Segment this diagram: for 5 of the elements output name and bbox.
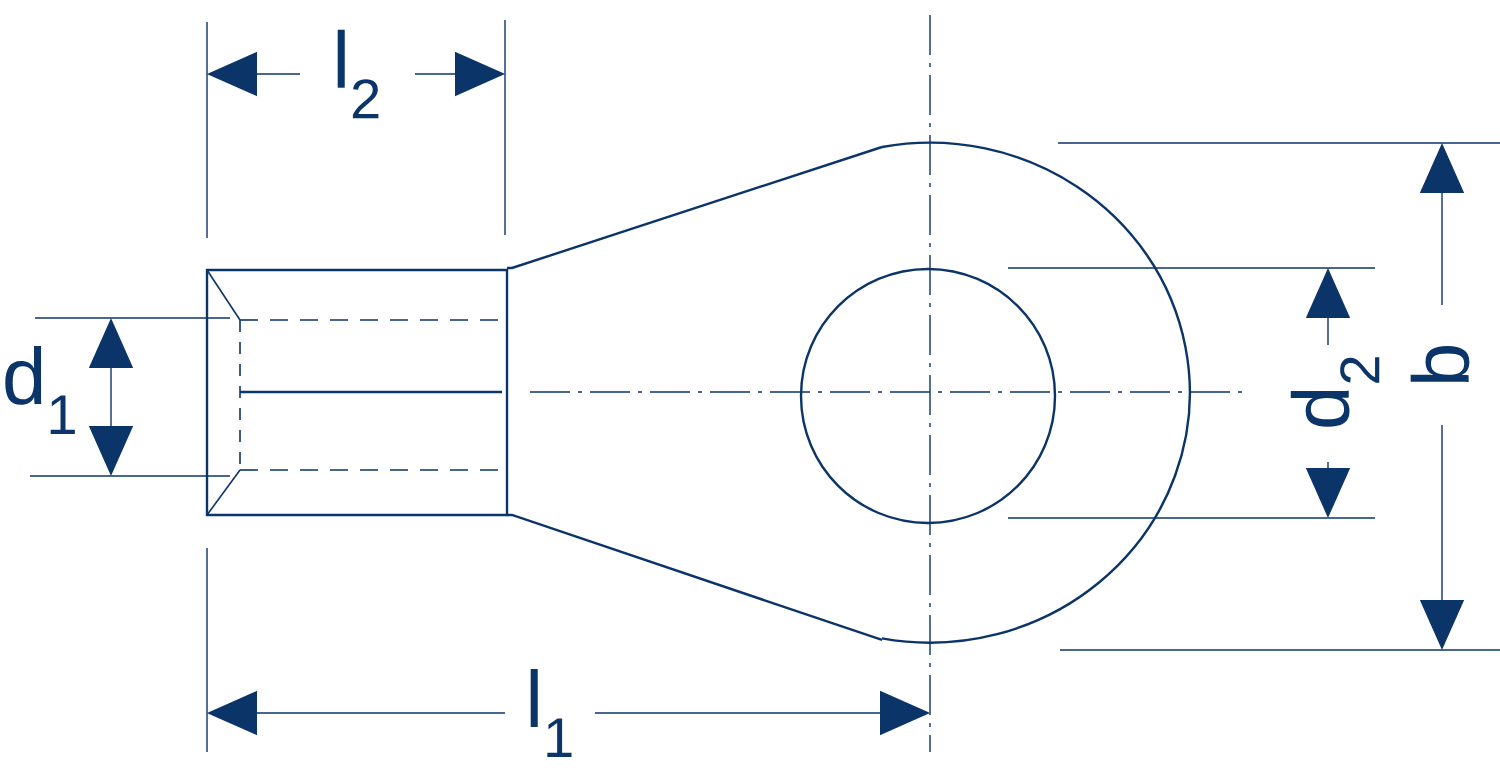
dimension-label: l$_{1}$ — [530, 669, 572, 757]
dimension-label: d$_{2}$ — [1290, 357, 1380, 427]
dimension-label: d$_{1}$ — [5, 346, 75, 434]
dimension-label: l$_{2}$ — [337, 29, 379, 119]
dimension-label: b — [1410, 346, 1470, 383]
